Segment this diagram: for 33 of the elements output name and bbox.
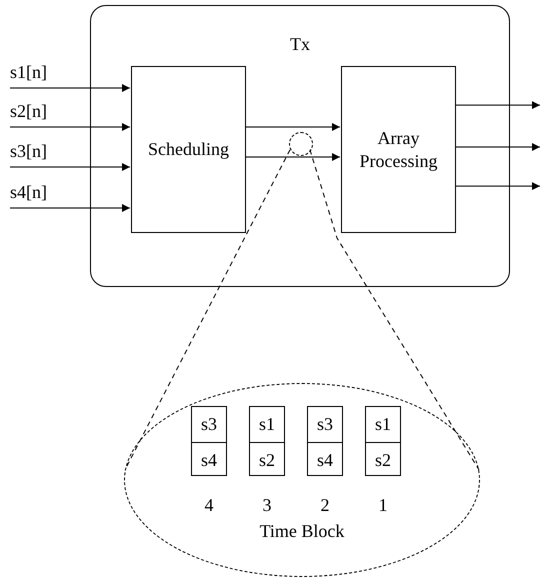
block-number: 3 <box>262 495 272 516</box>
block-number: 2 <box>320 495 330 516</box>
stream-cell: s2 <box>366 442 400 477</box>
arrow <box>454 143 540 151</box>
stream-cell-text: s3 <box>316 413 334 436</box>
arrow <box>454 182 540 190</box>
arrow <box>244 122 340 131</box>
arrow <box>10 122 130 131</box>
signal-label: s3[n] <box>10 141 72 167</box>
stream-cell-text: s1 <box>258 413 276 436</box>
transmitter-panel <box>90 5 510 287</box>
stream-cell: s4 <box>192 442 226 477</box>
arrow <box>10 204 130 212</box>
signal-label: s4[n] <box>10 182 72 208</box>
process-box: Array Processing <box>341 66 456 233</box>
stream-cell-text: s3 <box>200 413 218 436</box>
signal-label: s1[n] <box>10 62 72 88</box>
arrow <box>454 101 540 110</box>
process-box: Scheduling <box>131 66 246 233</box>
arrow <box>244 153 340 162</box>
zoom-ellipse <box>124 383 480 577</box>
stream-cell: s2 <box>250 442 284 477</box>
zoom-circle <box>289 132 313 156</box>
stream-cell-text: s1 <box>374 413 392 436</box>
stream-cell: s4 <box>308 442 342 477</box>
axis-caption: Time Block <box>258 521 346 542</box>
block-number: 1 <box>378 495 388 516</box>
arrow <box>10 163 130 172</box>
arrow <box>10 84 130 92</box>
panel-title: Tx <box>289 34 311 55</box>
block-number: 4 <box>204 495 214 516</box>
signal-label: s2[n] <box>10 101 72 127</box>
zoom-line <box>309 149 480 470</box>
